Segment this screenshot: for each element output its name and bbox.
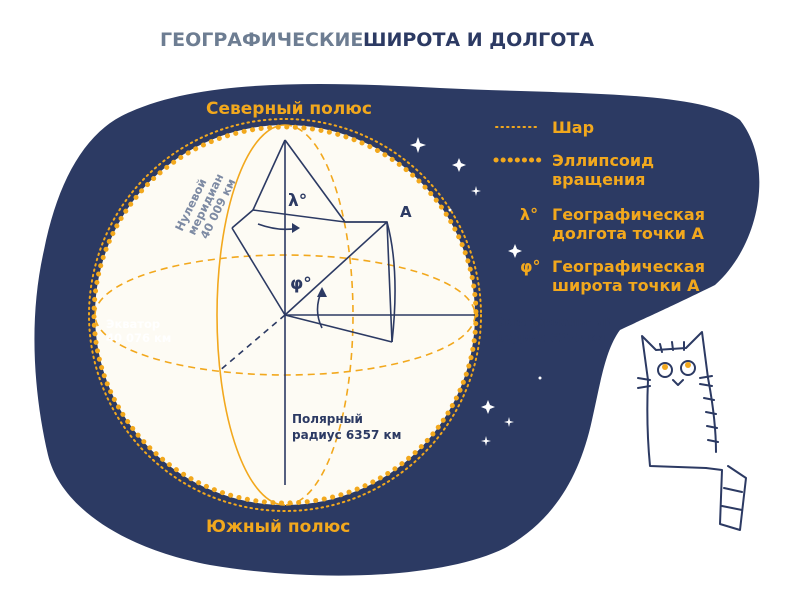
back-radius-dashed bbox=[217, 314, 286, 373]
cat-pupil-left bbox=[662, 364, 668, 370]
lambda-plane-edge bbox=[252, 139, 286, 211]
cat-tail-stripe bbox=[721, 487, 743, 511]
legend-ellipsoid-line2: вращения bbox=[552, 170, 645, 189]
radius-to-meridian bbox=[231, 227, 286, 316]
star-dot bbox=[538, 376, 542, 380]
legend-ellipsoid-line1: Эллипсоид bbox=[552, 151, 654, 170]
phi-label: φ° bbox=[290, 274, 312, 294]
cat-nose bbox=[672, 379, 684, 386]
cat-pupil-right bbox=[685, 362, 691, 368]
star bbox=[481, 436, 491, 446]
star bbox=[504, 417, 514, 427]
cat-head bbox=[641, 331, 709, 381]
cat-body-fill bbox=[640, 330, 745, 530]
angle-geometry bbox=[217, 139, 475, 485]
south-pole-label: Южный полюс bbox=[206, 517, 350, 537]
lambda-label: λ° bbox=[288, 191, 307, 211]
equator-label-line1: Экватор bbox=[106, 317, 160, 331]
lambda-plane-edge2 bbox=[284, 139, 346, 223]
legend-longitude-symbol: λ° bbox=[520, 205, 538, 224]
cat-whiskers bbox=[637, 375, 713, 389]
prime-meridian-front bbox=[216, 124, 286, 506]
stars bbox=[410, 137, 542, 446]
star bbox=[452, 158, 466, 172]
ellipsoid-outline bbox=[91, 124, 479, 506]
star bbox=[481, 400, 495, 414]
title-part2: ШИРОТА И ДОЛГОТА bbox=[363, 29, 594, 51]
cat-tail bbox=[705, 465, 747, 531]
legend-longitude-line2: долгота точки А bbox=[552, 224, 705, 243]
star bbox=[508, 244, 522, 258]
point-a-label: А bbox=[400, 203, 412, 221]
sphere-outline bbox=[88, 118, 482, 512]
equatorial-radius-label-line2: радиус 6378 км bbox=[496, 331, 605, 345]
polar-radius-label-line1: Полярный bbox=[292, 412, 363, 426]
meridian-point-a bbox=[386, 221, 396, 343]
cat-illustration bbox=[637, 330, 747, 531]
equator-label-line2: 40 076 км bbox=[106, 331, 171, 345]
cat-body bbox=[646, 379, 707, 469]
phi-plane bbox=[345, 221, 393, 343]
prime-meridian-back bbox=[284, 124, 354, 506]
phi-arrow bbox=[317, 287, 327, 297]
title-part1: ГЕОГРАФИЧЕСКИЕ bbox=[160, 29, 363, 51]
star bbox=[471, 186, 481, 196]
lambda-arrow bbox=[292, 223, 300, 233]
legend-longitude-line1: Географическая bbox=[552, 205, 705, 224]
polar-radius-label-line2: радиус 6357 км bbox=[292, 428, 401, 442]
radius-to-equator bbox=[284, 314, 393, 343]
legend-latitude-line2: широта точки А bbox=[552, 276, 700, 295]
north-pole-label: Северный полюс bbox=[206, 99, 372, 119]
star bbox=[410, 137, 426, 153]
legend: Шар Эллипсоид вращения λ° Географическая… bbox=[493, 118, 705, 295]
legend-latitude-symbol: φ° bbox=[520, 257, 541, 276]
legend-sphere-label: Шар bbox=[552, 118, 594, 137]
cat-stripes bbox=[659, 341, 719, 443]
radius-to-point-a bbox=[284, 221, 388, 316]
star-dot bbox=[448, 208, 452, 212]
legend-latitude-line1: Географическая bbox=[552, 257, 705, 276]
equatorial-radius-label-line1: Экваториальный bbox=[496, 315, 613, 329]
